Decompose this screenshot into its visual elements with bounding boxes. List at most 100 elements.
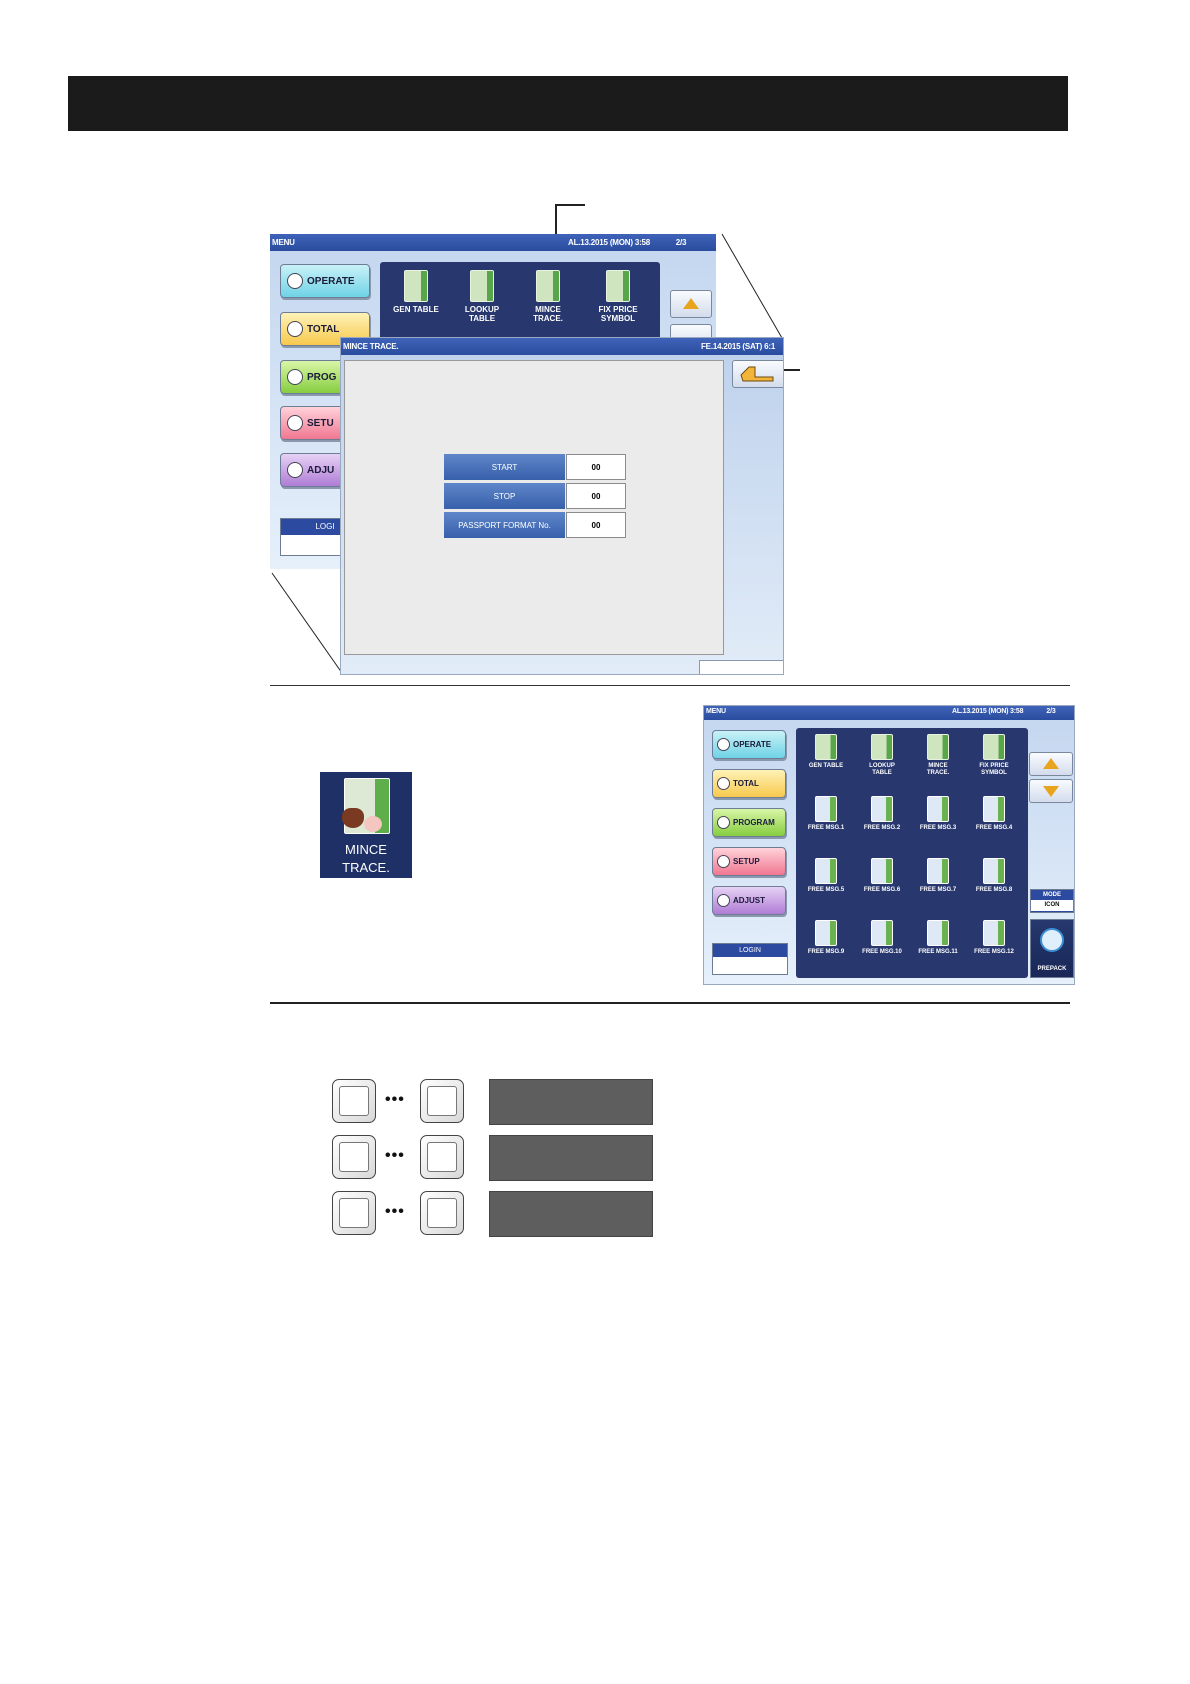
operate-icon (717, 738, 730, 751)
mince-trace-icon (536, 270, 560, 302)
menu-tile[interactable]: FREE MSG.3 (912, 796, 964, 832)
operate-icon (287, 273, 303, 289)
adjust-icon (717, 894, 730, 907)
separator-top (270, 685, 1070, 686)
key-row-1: ••• (332, 1079, 672, 1125)
program-label: PROG (307, 371, 337, 383)
setup-button[interactable]: SETUP (712, 847, 786, 876)
tile-label-2: TABLE (468, 313, 496, 323)
tile-label: FREE MSG.9 (807, 949, 845, 955)
program-button[interactable]: PROGRAM (712, 808, 786, 837)
tile-label-2: SYMBOL (981, 769, 1007, 776)
menu-tile[interactable]: FREE MSG.1 (800, 796, 852, 832)
large-icon-line1: MINCE (345, 842, 387, 857)
operate-button[interactable]: OPERATE (280, 264, 370, 298)
menu-tile[interactable]: FREE MSG.11 (912, 920, 964, 956)
passport-format-value[interactable]: 00 (566, 512, 626, 538)
gen-table-icon (404, 270, 428, 302)
setup-icon (717, 855, 730, 868)
menu-screen-full: MENU AL.13.2015 (MON) 3:58 2/3 OPERATE T… (703, 705, 1075, 985)
ellipsis: ••• (385, 1147, 405, 1164)
document-icon (815, 734, 837, 760)
tile-label: MINCE (535, 305, 561, 314)
operate-label: OPERATE (733, 740, 772, 749)
menu-tile[interactable]: FREE MSG.6 (856, 858, 908, 894)
menu-tile[interactable]: GEN TABLE (800, 734, 852, 770)
setup-icon (287, 415, 303, 431)
tile-label: FREE MSG.3 (919, 825, 957, 831)
menu-full-page-indicator: 2/3 (1046, 708, 1056, 715)
down-arrow-icon (1043, 786, 1059, 797)
login-label: LOGIN (713, 944, 787, 957)
scroll-up-button[interactable] (1029, 752, 1073, 776)
mode-label: MODE (1043, 892, 1061, 898)
adjust-label: ADJUST (733, 896, 766, 905)
tile-label: MINCE (928, 763, 948, 769)
total-icon (717, 777, 730, 790)
operate-button[interactable]: OPERATE (712, 730, 786, 759)
prepack-button[interactable]: PREPACK (1030, 919, 1074, 978)
menu-tile[interactable]: FREE MSG.2 (856, 796, 908, 832)
key-end (420, 1079, 464, 1123)
scroll-down-button[interactable] (1029, 779, 1073, 803)
menu-datetime: AL.13.2015 (MON) 3:58 (568, 238, 651, 247)
prepack-icon (1040, 928, 1064, 952)
message-icon (815, 796, 837, 822)
key-start (332, 1135, 376, 1179)
stop-value[interactable]: 00 (566, 483, 626, 509)
mince-content-panel: START 00 STOP 00 PASSPORT FORMAT No. 00 (344, 360, 724, 655)
key-end (420, 1135, 464, 1179)
total-label: TOTAL (307, 323, 340, 335)
message-icon (815, 920, 837, 946)
prepack-label: PREPACK (1037, 966, 1067, 972)
login-box[interactable]: LOGIN (712, 943, 788, 975)
tile-label-2: TRACE. (533, 313, 563, 323)
message-icon (815, 858, 837, 884)
tile-label-2: TABLE (872, 769, 892, 776)
adjust-icon (287, 462, 303, 478)
tile-gen-table[interactable]: GEN TABLE (392, 270, 440, 315)
mince-title-bar: MINCE TRACE. FE.14.2015 (SAT) 6:1 (341, 338, 783, 355)
message-icon (871, 920, 893, 946)
passport-format-label: PASSPORT FORMAT No. (444, 512, 565, 538)
menu-tile[interactable]: FREE MSG.8 (968, 858, 1020, 894)
up-arrow-icon (683, 298, 699, 309)
tile-label: FREE MSG.7 (919, 887, 957, 893)
menu-tile[interactable]: FREE MSG.12 (968, 920, 1020, 956)
lookup-table-icon (470, 270, 494, 302)
up-arrow-icon (1043, 758, 1059, 769)
menu-title: MENU (272, 238, 295, 247)
menu-tile[interactable]: FREE MSG.4 (968, 796, 1020, 832)
value-display (489, 1079, 653, 1125)
separator-bottom (270, 1002, 1070, 1004)
menu-tile[interactable]: FREE MSG.10 (856, 920, 908, 956)
back-button[interactable] (732, 360, 783, 388)
program-label: PROGRAM (733, 818, 775, 827)
message-icon (871, 858, 893, 884)
menu-tile[interactable]: FREE MSG.9 (800, 920, 852, 956)
menu-tile[interactable]: FREE MSG.7 (912, 858, 964, 894)
mode-box[interactable]: MODE ICON (1030, 889, 1074, 913)
start-label: START (444, 454, 565, 480)
large-icon-line2: TRACE. (342, 860, 390, 875)
tile-label: FREE MSG.8 (975, 887, 1013, 893)
menu-tile[interactable]: FREE MSG.5 (800, 858, 852, 894)
program-icon (287, 369, 303, 385)
message-icon (927, 796, 949, 822)
mince-trace-screen: MINCE TRACE. FE.14.2015 (SAT) 6:1 START … (340, 337, 784, 675)
tile-label: FREE MSG.5 (807, 887, 845, 893)
tile-label-2: SYMBOL (600, 313, 636, 323)
adjust-button[interactable]: ADJUST (712, 886, 786, 915)
tile-label: FIX PRICE (598, 305, 638, 314)
scroll-up-button[interactable] (670, 290, 712, 318)
key-row-2: ••• (332, 1135, 672, 1181)
total-button[interactable]: TOTAL (712, 769, 786, 798)
start-value[interactable]: 00 (566, 454, 626, 480)
